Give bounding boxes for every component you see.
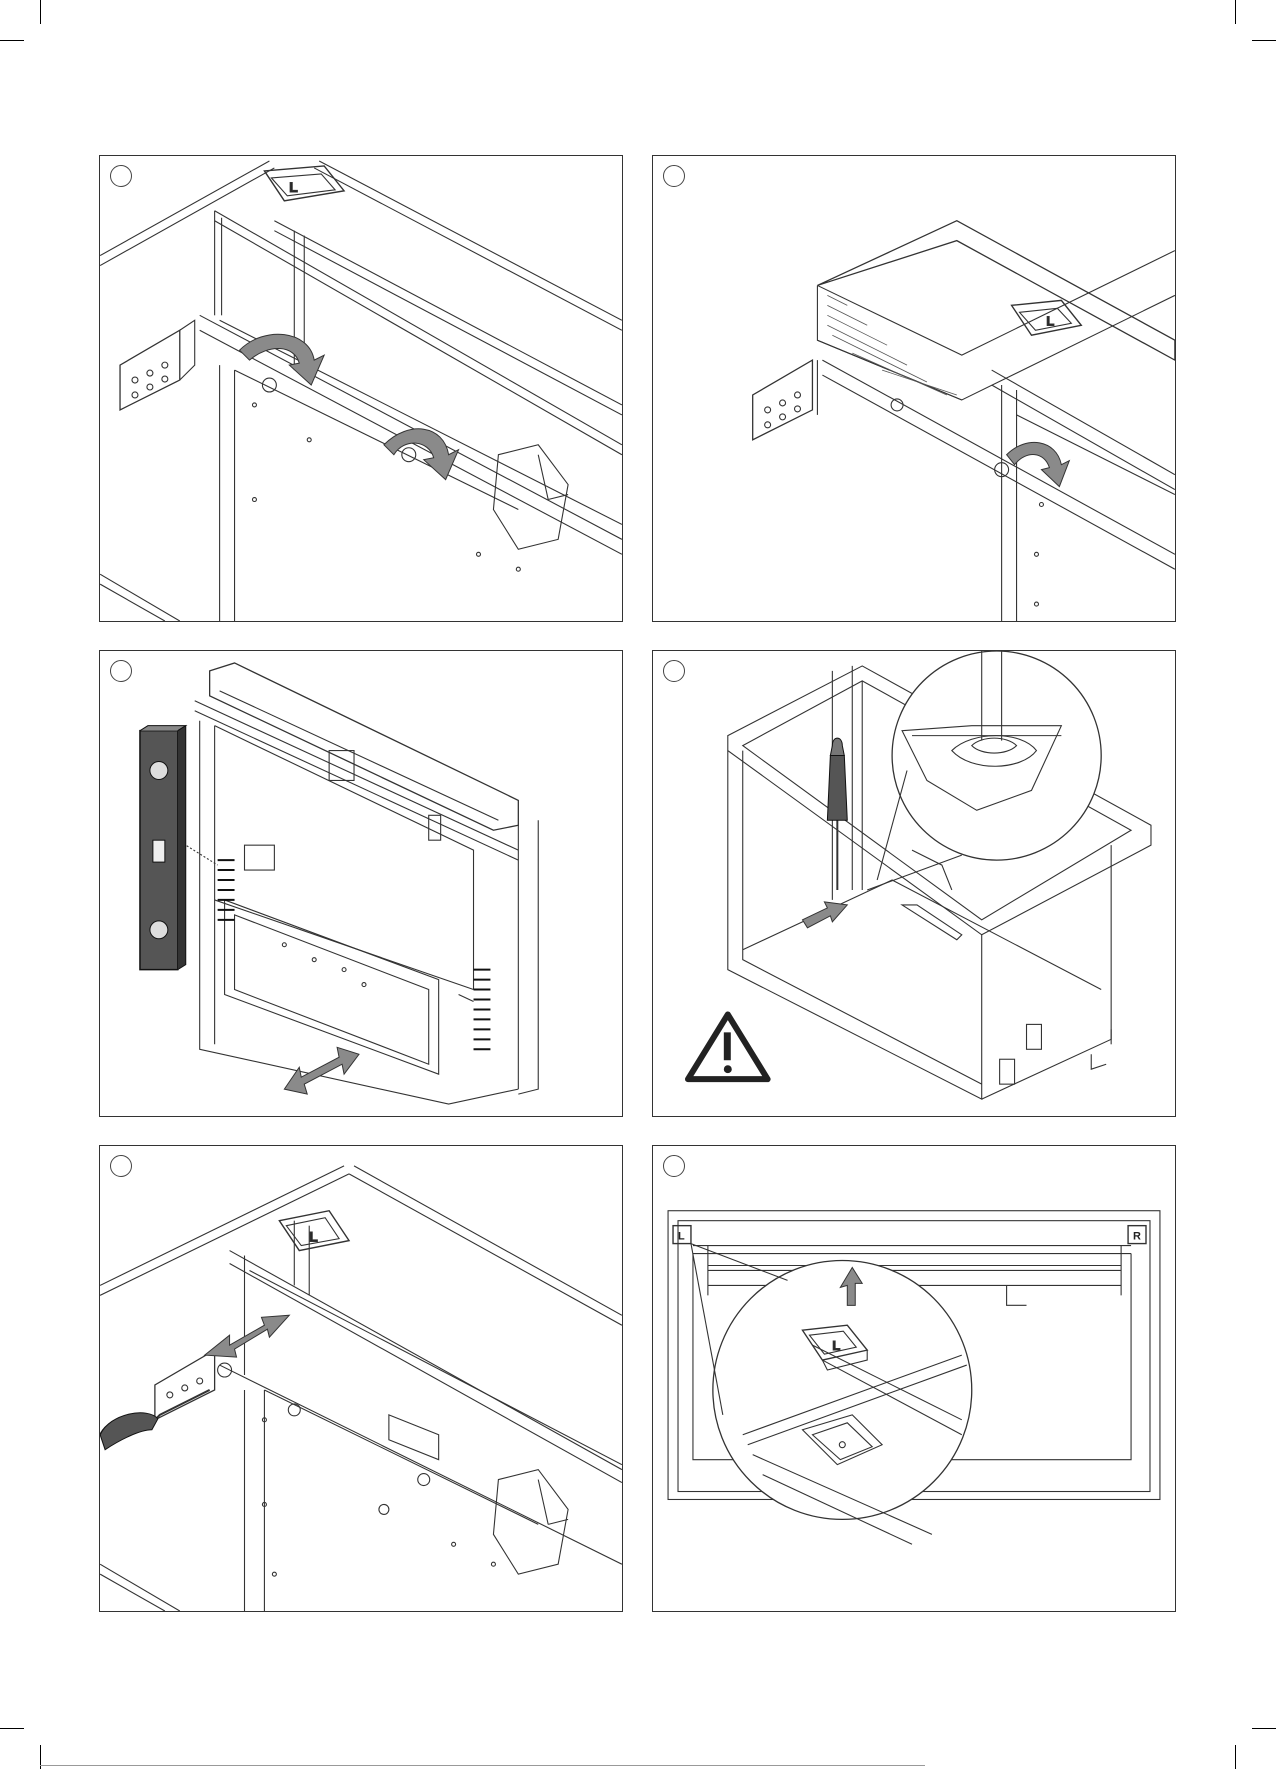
step-number-circle bbox=[110, 660, 132, 682]
step-4-illustration bbox=[653, 651, 1175, 1116]
crop-mark-tl-v bbox=[40, 0, 41, 24]
crop-mark-br-h bbox=[1252, 1728, 1276, 1729]
svg-text:L: L bbox=[289, 179, 298, 195]
step-panel-6: L L R bbox=[652, 1145, 1176, 1612]
rotate-arrow-icon bbox=[1007, 442, 1070, 486]
svg-text:L: L bbox=[832, 1338, 840, 1353]
crop-mark-tl-h bbox=[0, 40, 24, 41]
step-2-illustration: L bbox=[653, 156, 1175, 621]
bottom-rule bbox=[40, 1765, 925, 1766]
svg-text:L: L bbox=[1046, 313, 1054, 328]
crop-mark-br-v bbox=[1235, 1745, 1236, 1769]
crop-mark-tr-v bbox=[1235, 0, 1236, 24]
step-panel-3 bbox=[99, 650, 623, 1117]
step-panel-4 bbox=[652, 650, 1176, 1117]
step-number-circle bbox=[663, 165, 685, 187]
step-panel-5: L bbox=[99, 1145, 623, 1612]
crop-mark-bl-h bbox=[0, 1728, 24, 1729]
step-panel-2: L bbox=[652, 155, 1176, 622]
step-3-illustration bbox=[100, 651, 622, 1116]
left-corner-label: L bbox=[678, 1231, 685, 1243]
step-number-circle bbox=[110, 165, 132, 187]
step-panel-1: L bbox=[99, 155, 623, 622]
rotate-arrow-icon bbox=[240, 334, 459, 479]
arrow-icon bbox=[802, 902, 847, 928]
svg-text:L: L bbox=[309, 1229, 318, 1245]
crop-mark-tr-h bbox=[1252, 40, 1276, 41]
step-number-circle bbox=[663, 1155, 685, 1177]
step-1-illustration: L bbox=[100, 156, 622, 621]
double-arrow-icon bbox=[205, 1315, 290, 1357]
spirit-level-icon bbox=[140, 726, 186, 970]
warning-triangle-icon bbox=[688, 1014, 768, 1079]
step-5-illustration: L bbox=[100, 1146, 622, 1611]
step-number-circle bbox=[110, 1155, 132, 1177]
screwdriver-icon bbox=[827, 738, 847, 890]
right-corner-label: R bbox=[1133, 1231, 1141, 1243]
step-6-illustration: L L R bbox=[653, 1146, 1175, 1611]
step-number-circle bbox=[663, 660, 685, 682]
